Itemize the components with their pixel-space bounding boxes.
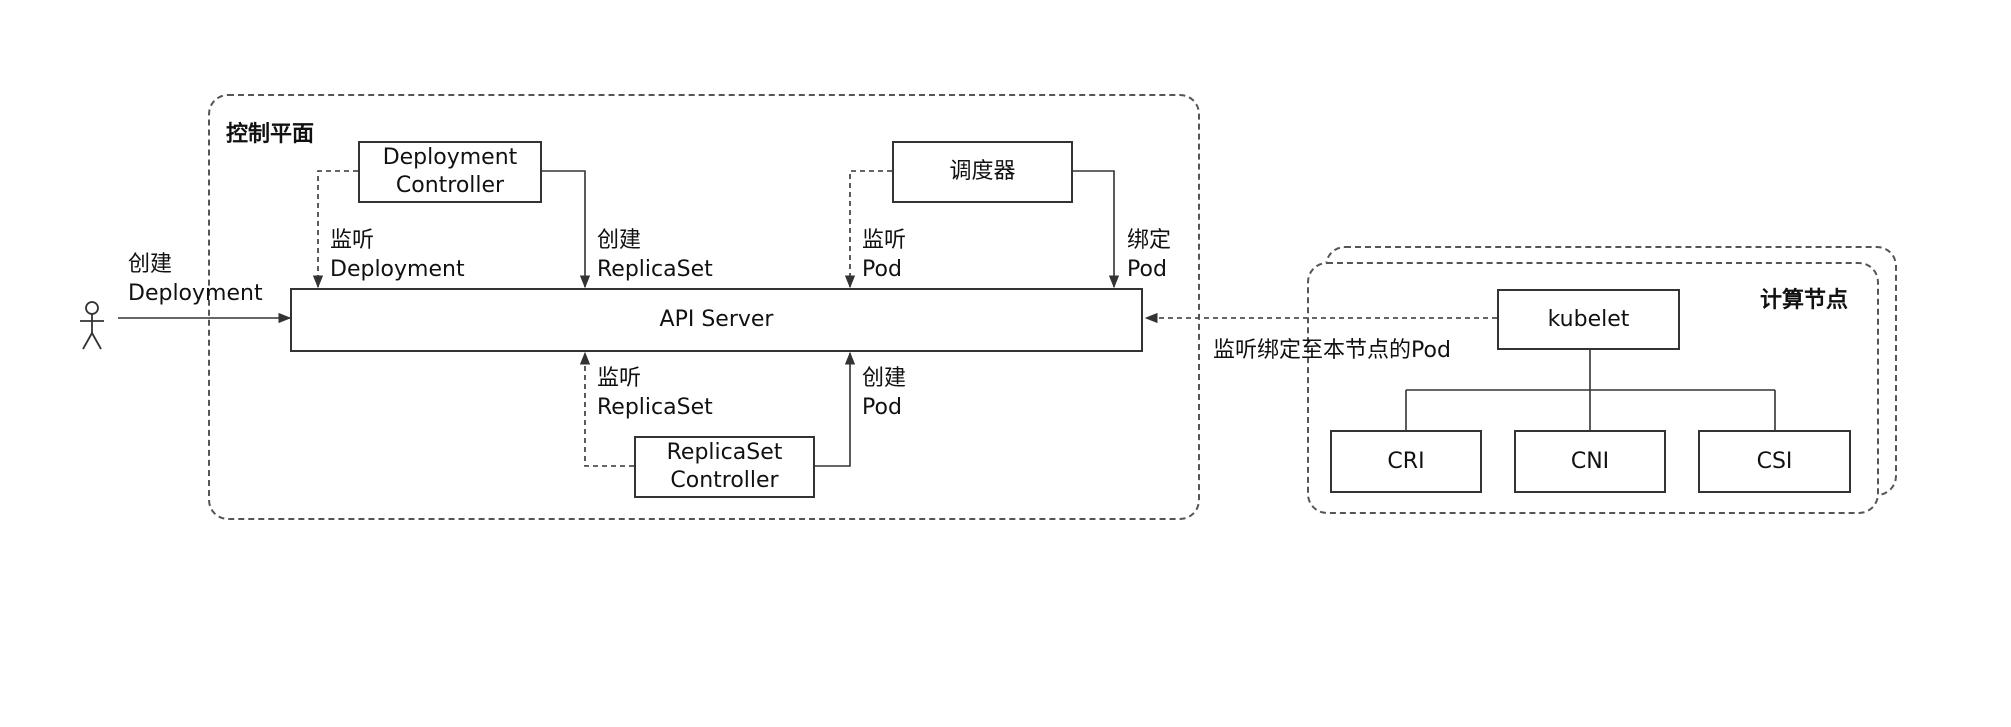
label-create-replicaset-line2: ReplicaSet	[597, 257, 713, 282]
label-watch-deployment: 监听 Deployment	[330, 226, 465, 284]
label-create-pod-line1: 创建	[862, 366, 907, 391]
edge-create-replicaset	[542, 170, 591, 289]
csi-box: CSI	[1698, 430, 1851, 493]
edge-watch-deployment	[312, 170, 358, 289]
label-create-replicaset-line1: 创建	[597, 228, 642, 253]
replicaset-controller-line2: Controller	[670, 468, 779, 493]
edge-create-pod	[815, 351, 856, 467]
cni-box: CNI	[1514, 430, 1666, 493]
label-create-pod: 创建 Pod	[862, 364, 906, 422]
scheduler-label: 调度器	[949, 159, 1016, 184]
label-watch-pod-line1: 监听	[862, 228, 907, 253]
label-watch-replicaset-line1: 监听	[597, 366, 642, 391]
csi-label: CSI	[1756, 448, 1793, 474]
label-kubelet-watch: 监听绑定至本节点的Pod	[1213, 338, 1451, 363]
label-watch-deployment-line2: Deployment	[330, 257, 465, 282]
user-icon	[80, 301, 104, 350]
api-server-label: API Server	[659, 307, 774, 332]
edge-watch-replicaset	[579, 351, 634, 467]
scheduler-box: 调度器	[892, 141, 1073, 203]
deployment-controller-box: Deployment Controller	[358, 141, 542, 203]
label-bind-pod-line1: 绑定	[1127, 228, 1172, 253]
cri-label: CRI	[1387, 448, 1425, 474]
label-user-create-deployment: 创建 Deployment	[128, 250, 263, 308]
label-watch-pod-line2: Pod	[862, 257, 902, 282]
api-server-box: API Server	[290, 288, 1143, 352]
compute-node-title: 计算节点	[1760, 288, 1849, 313]
replicaset-controller-box: ReplicaSet Controller	[634, 436, 815, 498]
edge-watch-pod	[844, 170, 892, 289]
deployment-controller-line2: Controller	[395, 173, 505, 198]
label-create-replicaset: 创建 ReplicaSet	[597, 226, 713, 284]
kubelet-box: kubelet	[1497, 289, 1680, 350]
label-bind-pod: 绑定 Pod	[1127, 226, 1171, 284]
label-user-create-line1: 创建	[128, 252, 173, 277]
control-plane-region	[208, 94, 1200, 520]
control-plane-title: 控制平面	[226, 122, 315, 147]
label-watch-deployment-line1: 监听	[330, 228, 375, 253]
label-create-pod-line2: Pod	[862, 395, 902, 420]
cri-box: CRI	[1330, 430, 1482, 493]
label-watch-replicaset-line2: ReplicaSet	[597, 395, 713, 420]
cni-label: CNI	[1570, 448, 1610, 474]
edge-bind-pod	[1073, 170, 1120, 289]
label-watch-pod: 监听 Pod	[862, 226, 906, 284]
deployment-controller-line1: Deployment	[382, 145, 518, 170]
replicaset-controller-line1: ReplicaSet	[666, 440, 783, 465]
label-watch-replicaset: 监听 ReplicaSet	[597, 364, 713, 422]
label-user-create-line2: Deployment	[128, 281, 263, 306]
kubelet-label: kubelet	[1547, 306, 1630, 332]
label-bind-pod-line2: Pod	[1127, 257, 1167, 282]
